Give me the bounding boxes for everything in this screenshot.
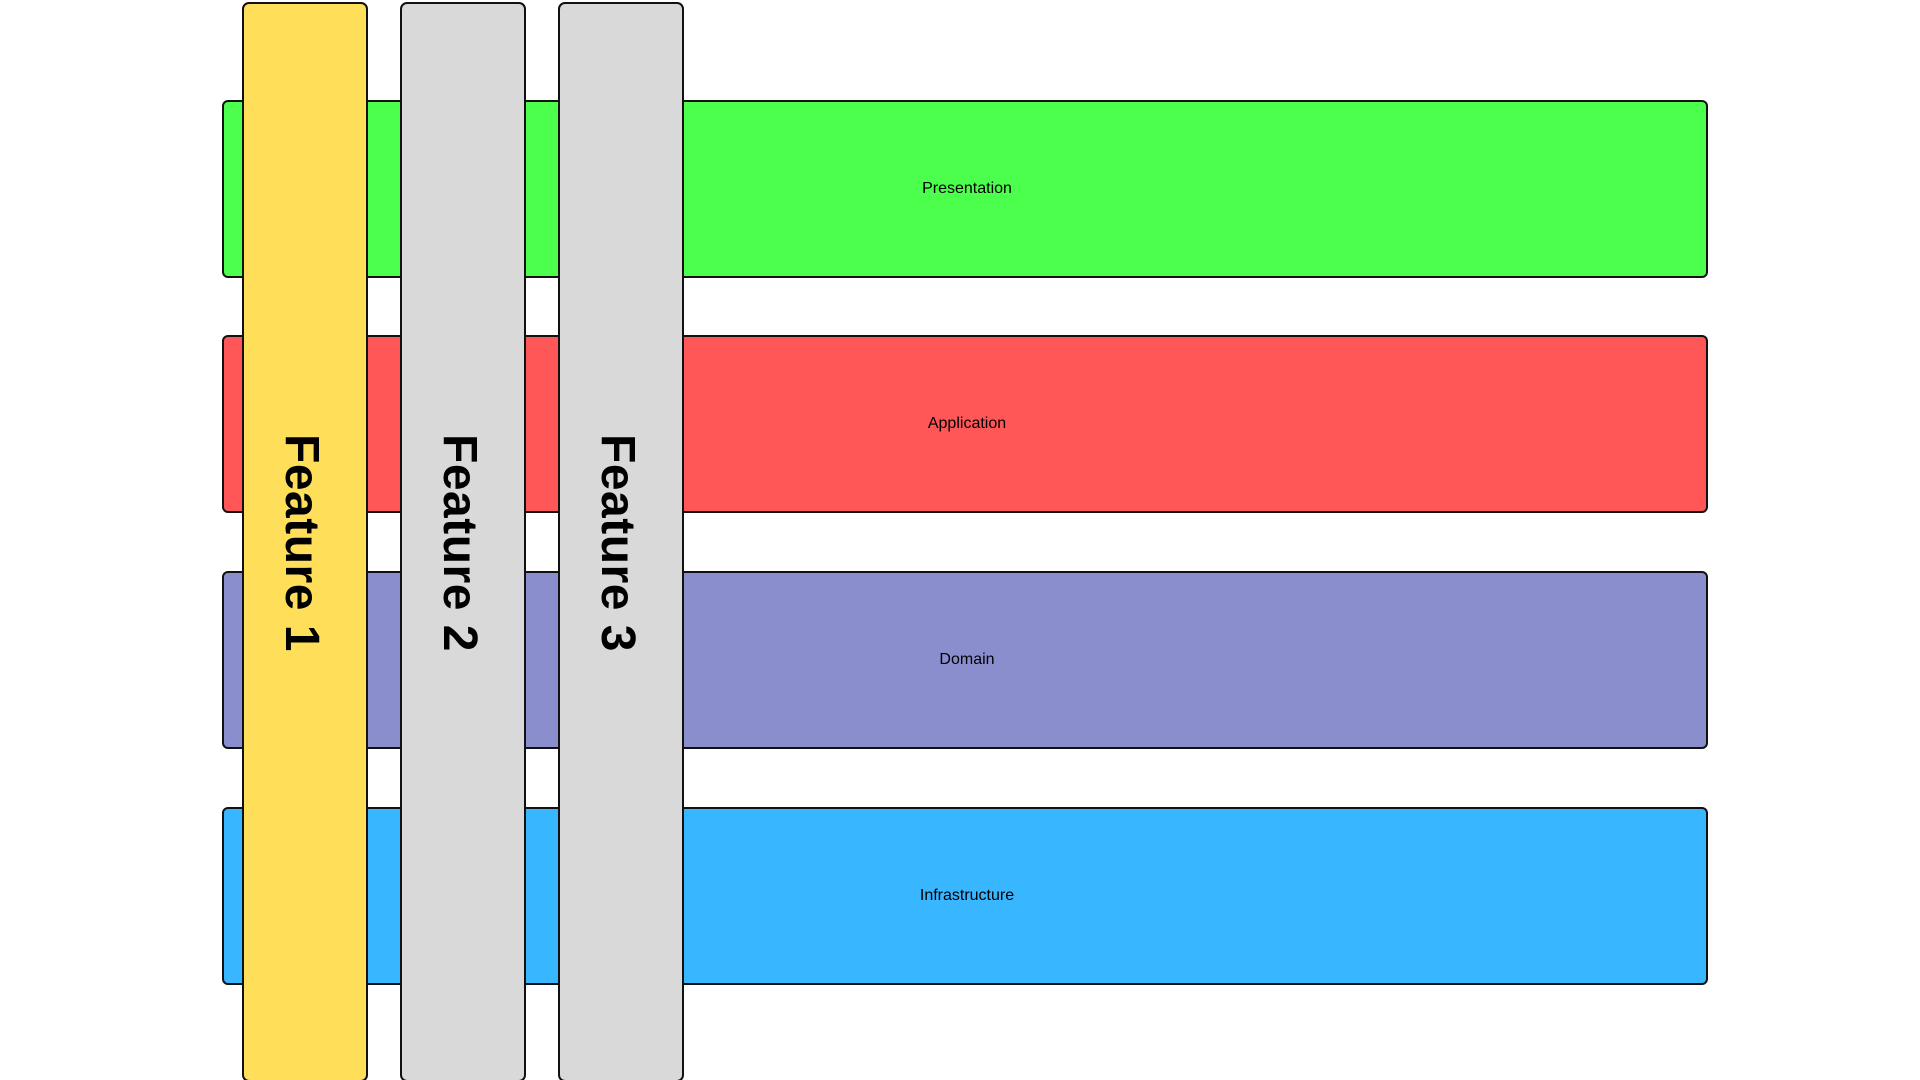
layer-label-domain: Domain bbox=[939, 651, 995, 668]
feature-column-2: Feature 2 bbox=[400, 2, 526, 1080]
layer-label-application: Application bbox=[927, 415, 1007, 432]
feature-label-3: Feature 3 bbox=[591, 434, 644, 652]
feature-column-1: Feature 1 bbox=[242, 2, 368, 1080]
feature-label-2: Feature 2 bbox=[433, 434, 486, 652]
feature-label-1: Feature 1 bbox=[275, 434, 328, 652]
feature-column-3: Feature 3 bbox=[558, 2, 684, 1080]
layer-label-infrastructure: Infrastructure bbox=[919, 887, 1015, 904]
layer-label-presentation: Presentation bbox=[922, 180, 1012, 197]
